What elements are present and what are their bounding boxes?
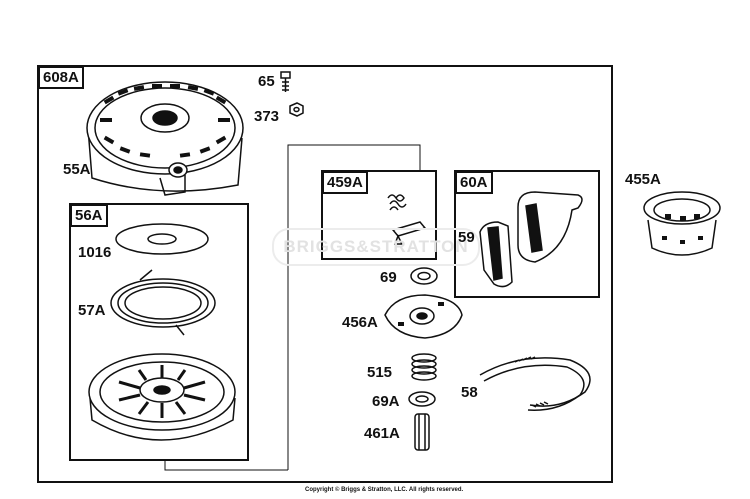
- cup-455a-drawing: [643, 191, 721, 256]
- part-label-515: 515: [367, 364, 393, 381]
- washer-69a-drawing: [408, 391, 436, 407]
- part-label-59: 59: [458, 229, 475, 246]
- part-label-57a: 57A: [78, 302, 106, 319]
- part-label-455a: 455A: [625, 171, 661, 188]
- assembly-608a-frame: [37, 65, 613, 483]
- part-label-69a: 69A: [372, 393, 400, 410]
- assembly-label-56a: 56A: [70, 204, 108, 227]
- leader-line-top: [287, 144, 421, 470]
- watermark: BRIGGS&STRATTON: [272, 228, 480, 266]
- copyright-notice: Copyright © Briggs & Stratton, LLC. All …: [305, 487, 464, 493]
- plate-1016-drawing: [115, 223, 209, 255]
- spring-515-drawing: [411, 353, 437, 381]
- pin-461a-drawing: [414, 413, 430, 451]
- handle-60a-drawing: [479, 191, 583, 288]
- part-label-461a: 461A: [364, 425, 400, 442]
- part-label-373: 373: [254, 108, 280, 125]
- part-label-69: 69: [380, 269, 397, 286]
- nut-373-drawing: [289, 102, 304, 117]
- washer-69-drawing: [410, 267, 438, 285]
- assembly-label-60a: 60A: [455, 171, 493, 194]
- blower-housing-55a-drawing: [86, 81, 244, 196]
- assembly-56a-frame: [69, 203, 249, 461]
- part-label-1016: 1016: [78, 244, 112, 261]
- assembly-label-459a: 459A: [322, 171, 368, 194]
- plate-456a-drawing: [384, 294, 463, 339]
- part-label-65: 65: [258, 73, 275, 90]
- assembly-459a-frame: [321, 170, 437, 260]
- spring-57a-drawing: [110, 269, 216, 336]
- screw-65-drawing: [280, 71, 291, 92]
- part-label-58: 58: [461, 384, 478, 401]
- assembly-label-608a: 608A: [38, 66, 84, 89]
- part-label-456a: 456A: [342, 314, 378, 331]
- rope-58-drawing: [479, 356, 591, 411]
- assembly-60a-frame: [454, 170, 600, 298]
- part-label-55a: 55A: [63, 161, 91, 178]
- pulley-drawing: [88, 353, 236, 441]
- leader-line-bottom: [164, 460, 288, 471]
